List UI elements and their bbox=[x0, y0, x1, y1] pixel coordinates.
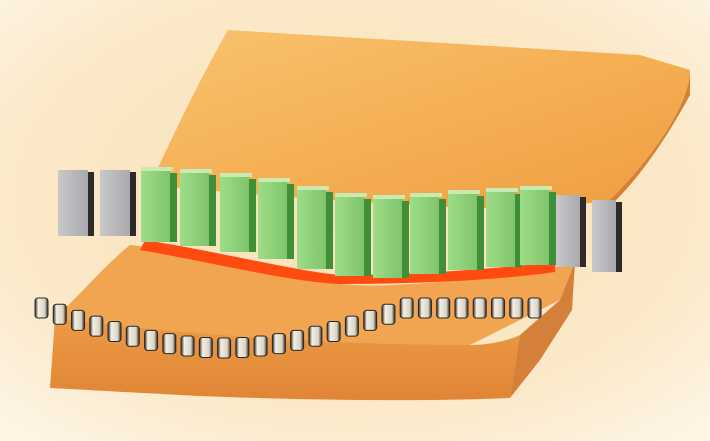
bead bbox=[381, 303, 396, 325]
bead bbox=[363, 309, 378, 331]
bead bbox=[144, 329, 159, 351]
upper-slab-top bbox=[150, 30, 690, 208]
bead bbox=[235, 337, 250, 359]
bead bbox=[436, 297, 451, 319]
bead-row bbox=[34, 297, 542, 359]
green-block bbox=[448, 190, 484, 270]
red-band bbox=[140, 240, 555, 284]
green-block bbox=[520, 186, 556, 265]
bead bbox=[180, 335, 195, 357]
gray-block bbox=[100, 170, 136, 236]
bead bbox=[71, 309, 86, 331]
bead bbox=[527, 297, 542, 319]
bead bbox=[107, 321, 122, 343]
bead bbox=[454, 297, 469, 319]
bead bbox=[217, 337, 232, 359]
bead bbox=[326, 321, 341, 343]
bead bbox=[472, 297, 487, 319]
bead bbox=[509, 297, 524, 319]
bead bbox=[89, 315, 104, 337]
bead bbox=[162, 333, 177, 355]
bead bbox=[399, 297, 414, 319]
lower-slab-top bbox=[55, 245, 575, 348]
green-block bbox=[141, 167, 177, 242]
bead bbox=[253, 335, 268, 357]
bead bbox=[490, 297, 505, 319]
green-block bbox=[220, 173, 256, 252]
green-block bbox=[180, 169, 216, 246]
bead bbox=[417, 297, 432, 319]
bead bbox=[125, 325, 140, 347]
gray-block bbox=[592, 200, 622, 272]
bead bbox=[271, 333, 286, 355]
bead bbox=[344, 315, 359, 337]
bead bbox=[52, 303, 67, 325]
bead bbox=[198, 337, 213, 359]
bead bbox=[308, 325, 323, 347]
green-block bbox=[373, 195, 409, 278]
green-block bbox=[335, 193, 371, 276]
block-row bbox=[58, 167, 622, 278]
bead bbox=[34, 297, 49, 319]
lower-slab-right-side bbox=[510, 262, 575, 398]
green-block bbox=[410, 193, 446, 274]
bead bbox=[290, 329, 305, 351]
gray-block bbox=[556, 195, 586, 267]
green-block bbox=[486, 188, 522, 267]
green-block bbox=[297, 186, 333, 269]
green-block bbox=[258, 178, 294, 259]
gray-block bbox=[58, 170, 94, 236]
